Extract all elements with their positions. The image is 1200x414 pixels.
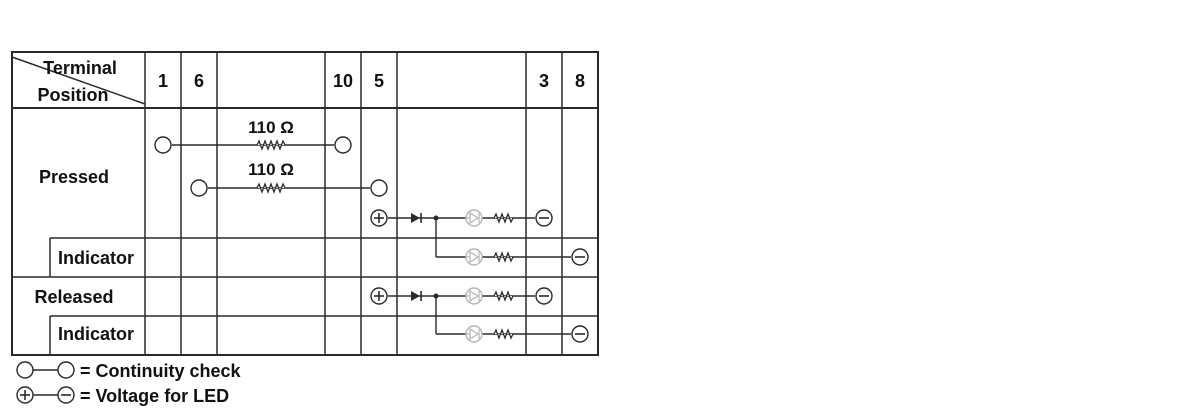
plus-icon [370, 209, 388, 227]
led-circuit-released [370, 287, 589, 343]
resistor-icon [493, 290, 514, 302]
resistor-2-value: 110 Ω [248, 160, 294, 179]
terminal-1: 1 [158, 71, 168, 91]
led-icon [465, 209, 483, 227]
header-position-label: Position [38, 85, 109, 105]
legend-voltage-text: = Voltage for LED [80, 386, 229, 406]
junction-dot [433, 215, 439, 221]
continuity-terminal-1 [154, 136, 172, 154]
resistor-1-icon [256, 139, 286, 151]
row-label-released: Released [34, 287, 113, 307]
continuity-terminal-10 [334, 136, 352, 154]
resistor-icon [493, 212, 514, 224]
terminal-8: 8 [575, 71, 585, 91]
table-border [11, 51, 599, 356]
resistor-icon [493, 251, 514, 263]
header-diagonal [11, 56, 146, 105]
continuity-legend-icon [16, 361, 75, 379]
minus-icon [535, 209, 553, 227]
diode-icon [411, 213, 422, 223]
minus-icon [571, 248, 589, 266]
legend: = Continuity check = Voltage for LED [16, 361, 242, 406]
resistor-2-icon [256, 182, 286, 194]
table-grid [11, 51, 599, 356]
continuity-circuit-6-5 [190, 179, 388, 197]
led-icon [465, 287, 483, 305]
continuity-terminal-5 [370, 179, 388, 197]
plus-icon [370, 287, 388, 305]
resistor-icon [493, 328, 514, 340]
resistor-1-value: 110 Ω [248, 118, 294, 137]
legend-continuity-text: = Continuity check [80, 361, 242, 381]
minus-icon [571, 325, 589, 343]
row-label-pressed: Pressed [39, 167, 109, 187]
led-icon [465, 248, 483, 266]
diode-icon [411, 291, 422, 301]
terminal-5: 5 [374, 71, 384, 91]
minus-icon [535, 287, 553, 305]
continuity-terminal-6 [190, 179, 208, 197]
junction-dot [433, 293, 439, 299]
row-label-released-indicator: Indicator [58, 324, 134, 344]
voltage-legend-icon [16, 386, 75, 404]
terminal-6: 6 [194, 71, 204, 91]
terminal-10: 10 [333, 71, 353, 91]
terminal-3: 3 [539, 71, 549, 91]
row-label-pressed-indicator: Indicator [58, 248, 134, 268]
led-circuit-pressed [370, 209, 589, 266]
header-terminal-label: Terminal [43, 58, 117, 78]
continuity-circuit-1-10 [154, 136, 352, 154]
led-icon [465, 325, 483, 343]
